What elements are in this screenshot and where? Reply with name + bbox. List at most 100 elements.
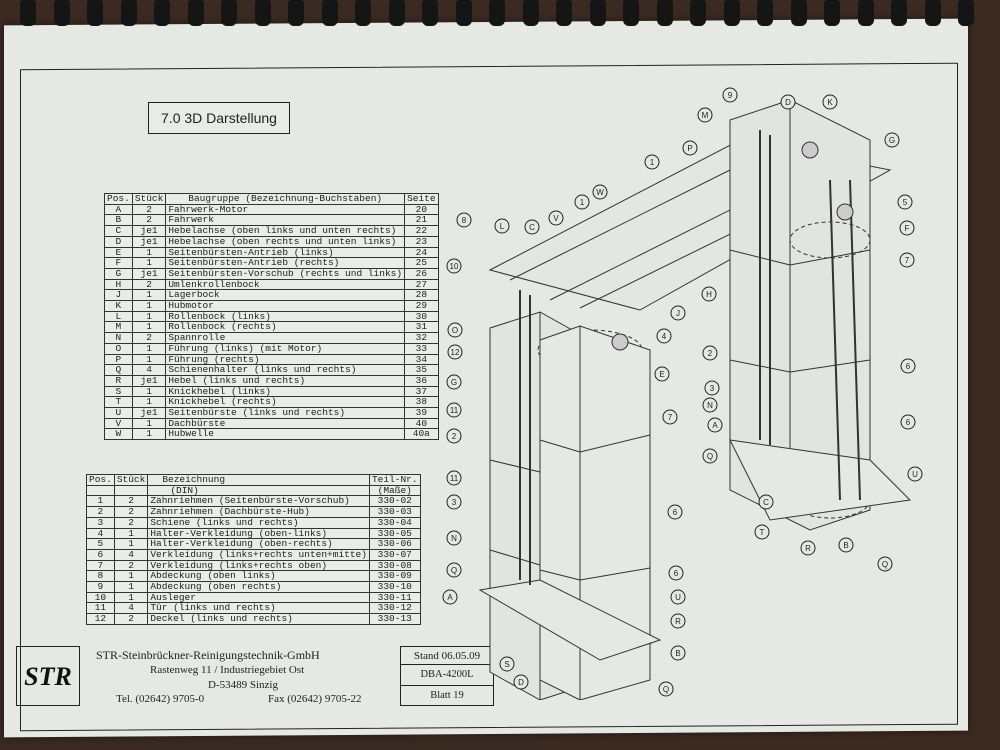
col-subheader: (DIN): [147, 484, 370, 497]
table-cell: S: [104, 385, 133, 398]
table-cell: 330-05: [368, 527, 421, 540]
phone: Tel. (02642) 9705-0: [116, 693, 205, 705]
callout-circle: [670, 613, 686, 629]
callout-circle: [899, 252, 915, 268]
stand-date: Stand 06.05.09: [413, 650, 481, 662]
callout-label: U: [912, 470, 918, 479]
binding-ring: [723, 0, 740, 26]
table-cell: Schienenhalter (links und rechts): [165, 364, 406, 376]
callout-circle: [877, 556, 893, 572]
callout-label: U: [675, 593, 681, 602]
binding-ring: [53, 0, 70, 26]
binding-ring: [455, 0, 472, 26]
table-cell: 1: [113, 527, 149, 540]
callout-circle: [524, 219, 540, 235]
table-cell: 330-11: [368, 591, 421, 604]
table-cell: 1: [86, 495, 115, 508]
table-cell: Verkleidung (links+rechts unten+mitte): [147, 548, 370, 561]
address-city: D-53489 Sinzig: [208, 679, 278, 691]
table-cell: Hebel (links und rechts): [165, 374, 406, 387]
callout-circle: [574, 194, 590, 210]
callout-label: 7: [905, 256, 910, 265]
table-cell: 4: [113, 602, 149, 615]
callout-label: D: [518, 678, 524, 687]
callout-circle: [670, 645, 686, 661]
binding-ring: [254, 0, 271, 26]
table-cell: 5: [86, 538, 115, 550]
callout-circle: [702, 397, 718, 413]
callout-label: R: [675, 617, 681, 626]
table-cell: 1: [113, 538, 149, 550]
table-cell: 1: [131, 353, 167, 366]
col-subheader: (Maße): [368, 484, 421, 497]
table-cell: 330-08: [368, 559, 421, 572]
table-cell: U: [104, 407, 133, 419]
table-cell: A: [104, 203, 133, 216]
table-cell: 1: [131, 257, 167, 269]
binding-ring: [757, 0, 773, 26]
callout-circle: [446, 530, 462, 546]
callout-circle: [682, 140, 698, 156]
table-cell: L: [104, 310, 133, 323]
table-cell: K: [104, 300, 133, 312]
binding-ring: [388, 0, 405, 26]
table-cell: Knickhebel (links): [165, 385, 406, 398]
table-cell: 330-03: [368, 506, 421, 518]
binding-ring: [623, 0, 639, 26]
table-cell: 6: [86, 548, 115, 561]
callout-circle: [822, 94, 838, 110]
callout-label: C: [529, 223, 535, 232]
callout-label: L: [500, 222, 505, 231]
table-cell: 2: [113, 559, 149, 572]
callout-label: 12: [451, 348, 460, 357]
sheet-number: Blatt 19: [401, 685, 493, 701]
table-cell: 12: [86, 613, 115, 625]
table-cell: 1: [131, 289, 167, 302]
callout-label: 7: [668, 413, 673, 422]
table-cell: 330-07: [368, 548, 421, 561]
callout-circle: [754, 524, 770, 540]
company-logo: STR: [16, 646, 80, 706]
table-cell: Spannrolle: [165, 332, 406, 344]
table-cell: 330-09: [368, 570, 421, 583]
callout-circle: [907, 466, 923, 482]
callout-label: K: [827, 98, 833, 107]
callout-label: 6: [906, 362, 911, 371]
table-cell: 2: [131, 332, 167, 344]
table-cell: M: [104, 321, 133, 334]
callout-label: Q: [882, 560, 888, 569]
table-cell: Zahnriehmen (Seitenbürste-Vorschub): [147, 495, 370, 508]
callout-label: B: [675, 649, 680, 658]
table-cell: 1: [131, 417, 167, 430]
table-cell: Q: [104, 364, 133, 376]
table-cell: Halter-Verkleidung (oben-links): [147, 527, 370, 540]
callout-circle: [758, 494, 774, 510]
table-cell: R: [104, 374, 133, 387]
binding-ring: [221, 0, 237, 26]
table-cell: E: [104, 246, 133, 259]
logo-lettering: STR: [24, 662, 72, 691]
table-cell: 10: [86, 591, 115, 604]
table-cell: 1: [113, 581, 149, 593]
table-cell: Deckel (links und rechts): [147, 613, 370, 625]
col-header: Teil-Nr.: [368, 474, 421, 486]
callout-circle: [667, 504, 683, 520]
binding-ring: [489, 0, 505, 26]
callout-circle: [548, 210, 564, 226]
callout-circle: [446, 428, 462, 444]
callout-label: A: [712, 421, 718, 430]
callout-label: 6: [906, 418, 911, 427]
table-cell: 1: [131, 396, 167, 409]
callout-circle: [884, 132, 900, 148]
callout-label: R: [805, 544, 811, 553]
callout-label: 6: [674, 569, 679, 578]
